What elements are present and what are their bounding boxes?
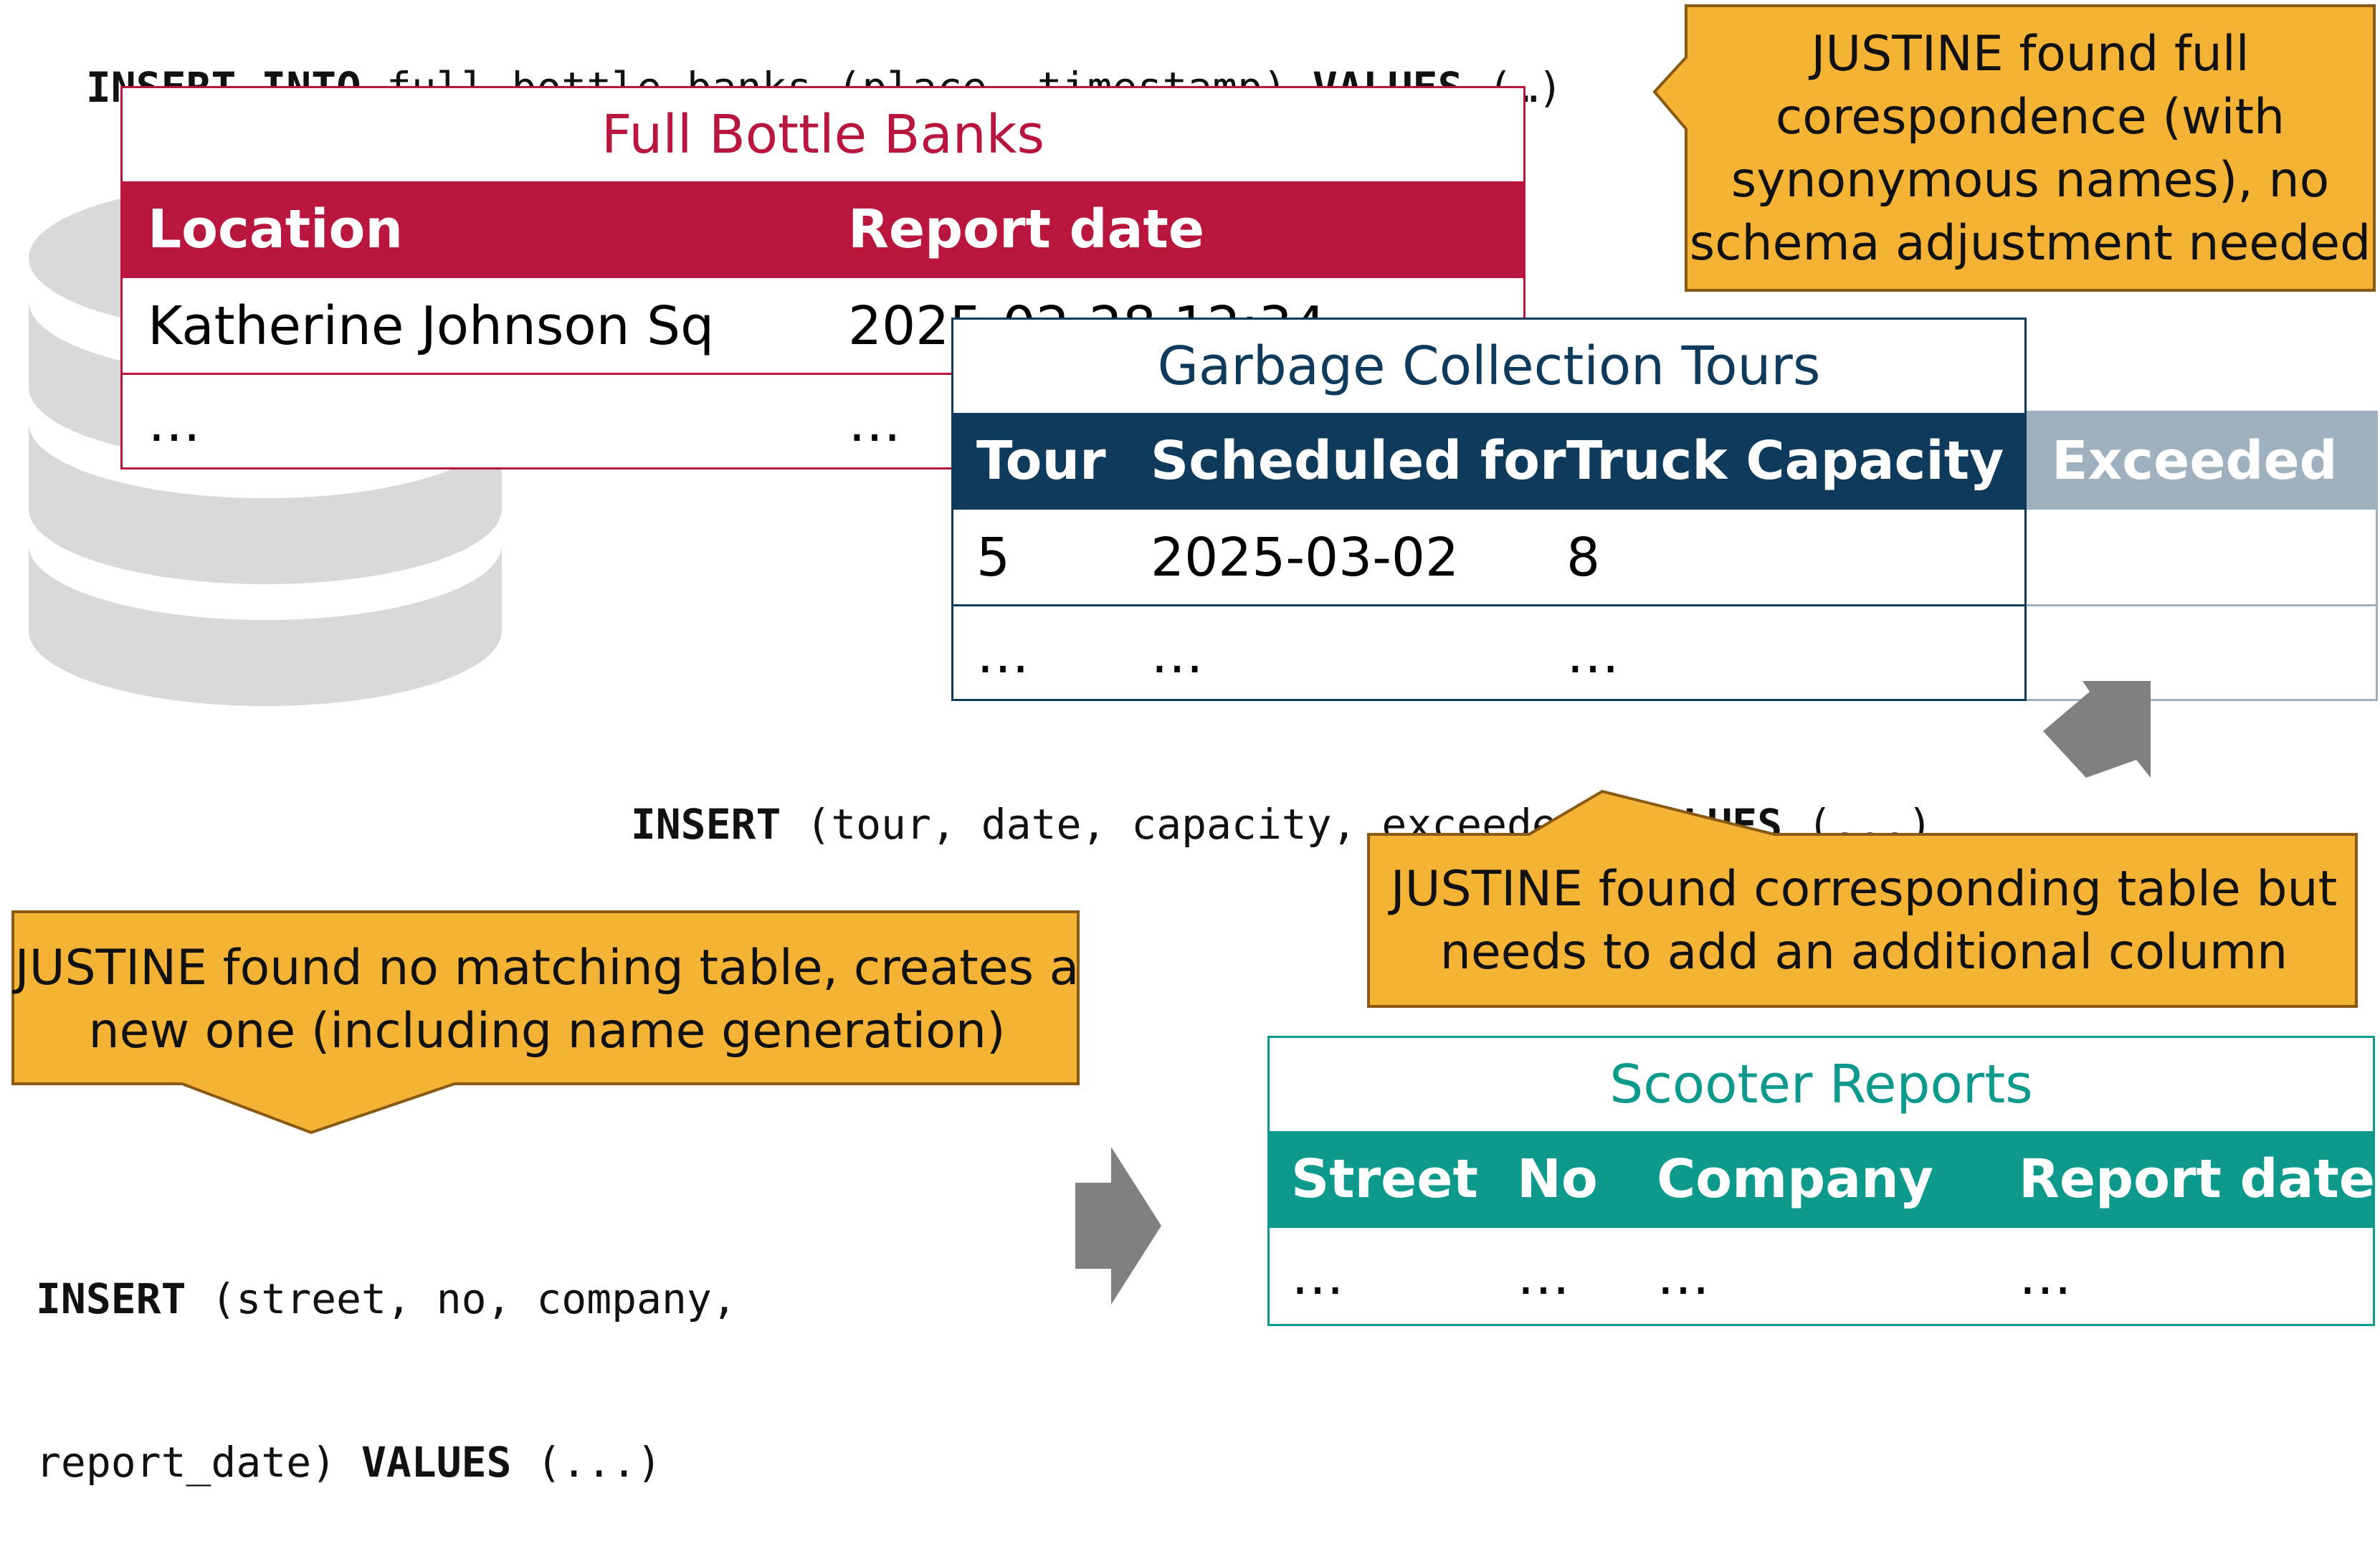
column-header: No [1517,1148,1598,1210]
column-header: Report date [848,199,1205,260]
sql-keyword: INSERT [36,1274,186,1323]
table-cell: Katherine Johnson Sq [148,295,715,357]
row-divider [953,604,2024,606]
callout-line: needs to add an additional column [1439,924,2288,981]
column-header: Truck Capacity [1566,430,2004,492]
added-column-exceeded: Exceeded [2027,411,2378,701]
arrow-right-icon [1075,1147,1161,1305]
table-cell: … [1151,624,1204,685]
table-cell: … [1291,1245,1344,1307]
table-cell: … [976,624,1029,685]
table-cell: … [2019,1245,2072,1307]
scooter-reports-table: Scooter Reports Street No Company Report… [1267,1036,2375,1326]
callout-line: JUSTINE found no matching table, creates… [14,940,1080,996]
table-header-row: Tour Scheduled for Truck Capacity [953,413,2024,510]
column-header: Location [148,199,404,260]
callout-line: schema adjustment needed [1689,215,2371,272]
arrow-icon [2043,681,2151,778]
callout-full-match-text: JUSTINE found full corespondence (with s… [1686,23,2374,275]
table-title: Scooter Reports [1609,1054,2033,1115]
column-header: Scheduled for [1151,430,1566,492]
callout-line: new one (including name generation) [88,1003,1006,1059]
table-cell: 8 [1566,527,1601,588]
row-divider [2027,604,2376,606]
sql-line: INSERT (street, no, company, [36,1272,737,1326]
sql-insert-scooter-reports: INSERT (street, no, company, report_date… [36,1163,737,1544]
callout-add-column [1367,789,2358,1008]
table-title: Garbage Collection Tours [1157,335,1821,397]
column-header: Company [1657,1148,1934,1210]
table-cell: … [1657,1245,1710,1307]
sql-text: report_date) [36,1438,361,1487]
table-title: Full Bottle Banks [601,104,1045,166]
table-cell: 2025-03-02 [1151,527,1460,588]
column-header: Street [1291,1148,1478,1210]
sql-keyword: VALUES [361,1438,512,1487]
callout-line: JUSTINE found corresponding table but [1390,861,2338,918]
column-header: Report date [2019,1148,2376,1210]
callout-add-column-text: JUSTINE found corresponding table but ne… [1369,858,2358,984]
row-divider [123,373,1523,375]
table-header-row: Street No Company Report date [1270,1131,2376,1228]
callout-line: JUSTINE found full [1811,26,2250,82]
sql-text: (...) [511,1438,662,1487]
sql-keyword: INSERT [630,800,781,849]
sql-text: (street, no, company, [186,1274,737,1323]
table-header-row: Location Report date [123,181,1523,278]
callout-line: synonymous names), no [1731,152,2330,209]
column-header: Exceeded [2052,430,2338,492]
table-cell: … [848,392,901,454]
table-cell: 5 [976,527,1011,588]
callout-line: corespondence (with [1775,89,2285,146]
callout-new-table [11,910,1080,1135]
callout-full-match [1652,4,2376,292]
callout-new-table-text: JUSTINE found no matching table, creates… [13,937,1081,1063]
sql-text: (tour, date, capacity, exceeded) [781,800,1632,849]
added-column-header: Exceeded [2027,413,2376,510]
table-cell: … [1566,624,1619,685]
table-cell: … [1517,1245,1570,1307]
column-header: Tour [976,430,1106,492]
garbage-collection-tours-table: Garbage Collection Tours Tour Scheduled … [951,318,2027,701]
table-cell: … [148,392,201,454]
sql-line: report_date) VALUES (...) [36,1435,737,1490]
